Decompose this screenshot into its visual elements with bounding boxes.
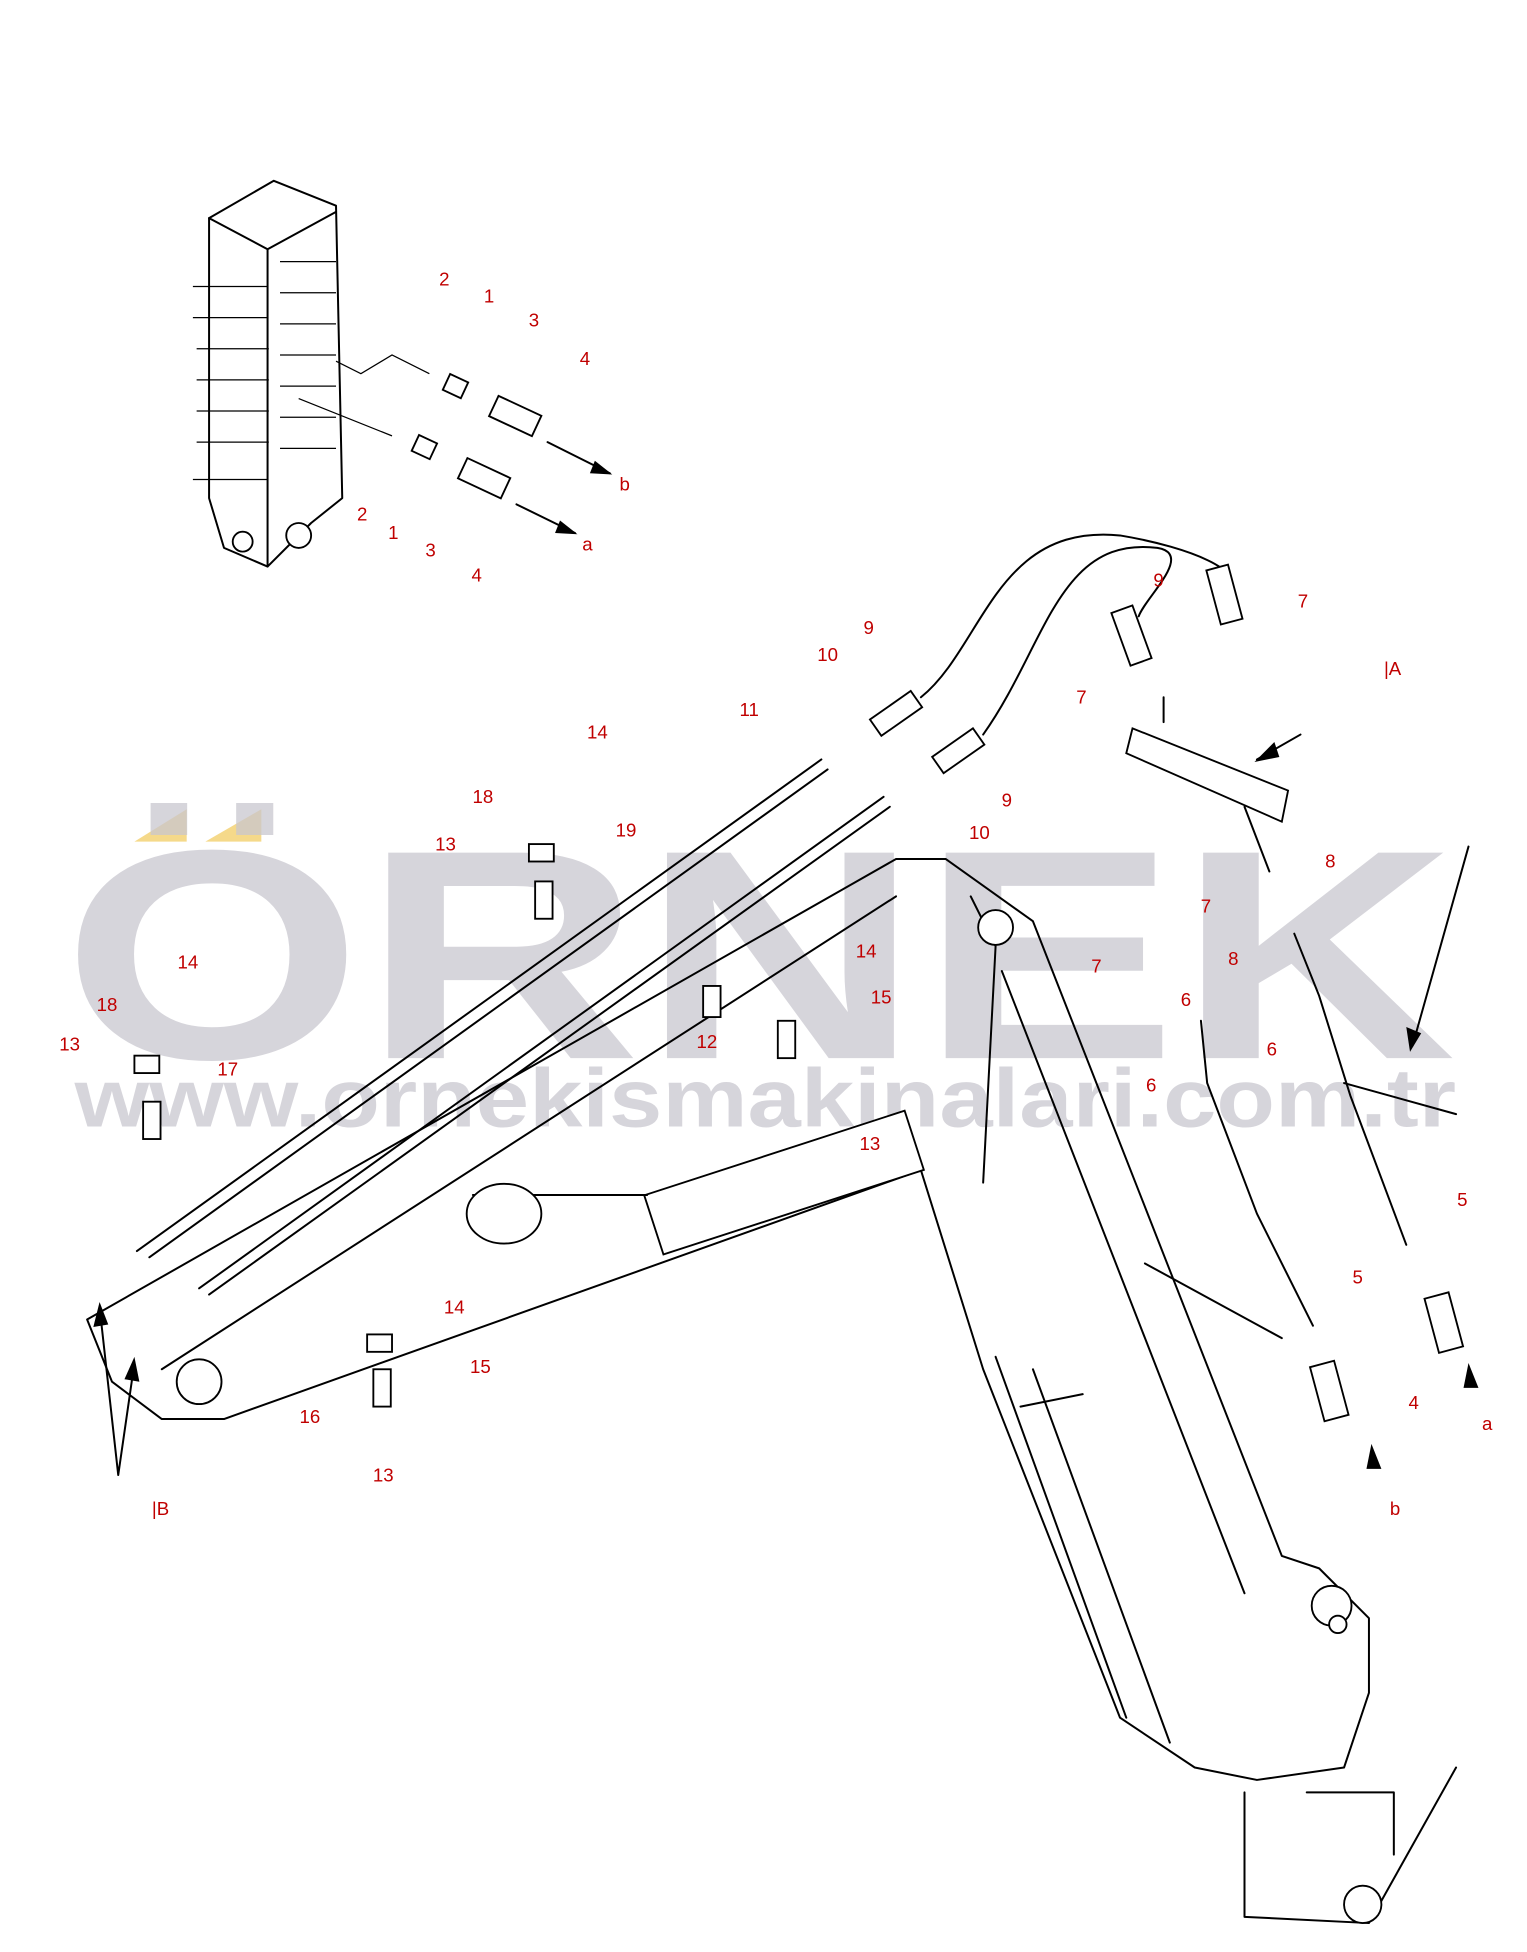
callout: 14 [178,952,199,973]
watermark-brand: ÖRNEK [62,789,1456,1122]
callout: 11 [740,699,759,720]
boom-arm [86,858,1458,1925]
callout: 16 [299,1406,320,1427]
callout: 6 [1267,1039,1277,1060]
callout: 17 [217,1059,238,1080]
callout: 9 [1002,790,1012,811]
clamps [93,843,797,1477]
callout: 2 [439,268,449,289]
callout: 13 [59,1034,80,1055]
callout: 7 [1076,686,1086,707]
callout: b [620,474,630,495]
callout: 10 [817,644,838,665]
callout: 5 [1353,1266,1363,1287]
callout: 3 [425,540,435,561]
callout: 8 [1228,948,1238,969]
callout: 7 [1091,955,1101,976]
callout: 3 [529,309,539,330]
callout: 9 [863,617,873,638]
callout: 18 [472,786,493,807]
callout: 13 [860,1133,881,1154]
callout: 1 [388,522,398,543]
callout: |B [152,1498,169,1519]
callout: 6 [1181,989,1191,1010]
callout: 4 [580,348,590,369]
callout: 19 [616,820,637,841]
hoses [135,533,1244,1296]
callout: 4 [1409,1392,1419,1413]
callout: 15 [470,1356,491,1377]
callout: 9 [1153,569,1163,590]
callout: b [1390,1498,1400,1519]
callout: a [582,533,593,554]
callout: 12 [696,1031,717,1052]
callout: 5 [1457,1189,1467,1210]
watermark: ÖRNEK www.ornekismakinalari.com.tr [62,789,1456,1144]
bracket-and-pipes [1125,696,1479,1469]
callout: 18 [97,994,118,1015]
callout: 7 [1201,896,1211,917]
callout: 2 [357,504,367,525]
callout: 10 [969,822,990,843]
callout: 7 [1298,591,1308,612]
callout: 6 [1146,1075,1156,1096]
callout: 13 [373,1464,394,1485]
callout: |A [1384,658,1402,679]
callout: 14 [856,940,877,961]
callout: 1 [484,286,494,307]
callout: 4 [471,564,481,585]
callout: 8 [1325,851,1335,872]
callout: 15 [871,986,892,1007]
callout: 13 [435,833,456,854]
control-valve [192,179,344,568]
callout: a [1482,1413,1493,1434]
valve-fittings [298,354,613,535]
watermark-url: www.ornekismakinalari.com.tr [74,1054,1457,1145]
callout: 14 [587,721,608,742]
callout-labels: 2 1 3 4 b 2 1 3 4 a 9 7 |A 7 9 10 11 9 1… [59,268,1493,1519]
callout: 14 [444,1296,465,1317]
